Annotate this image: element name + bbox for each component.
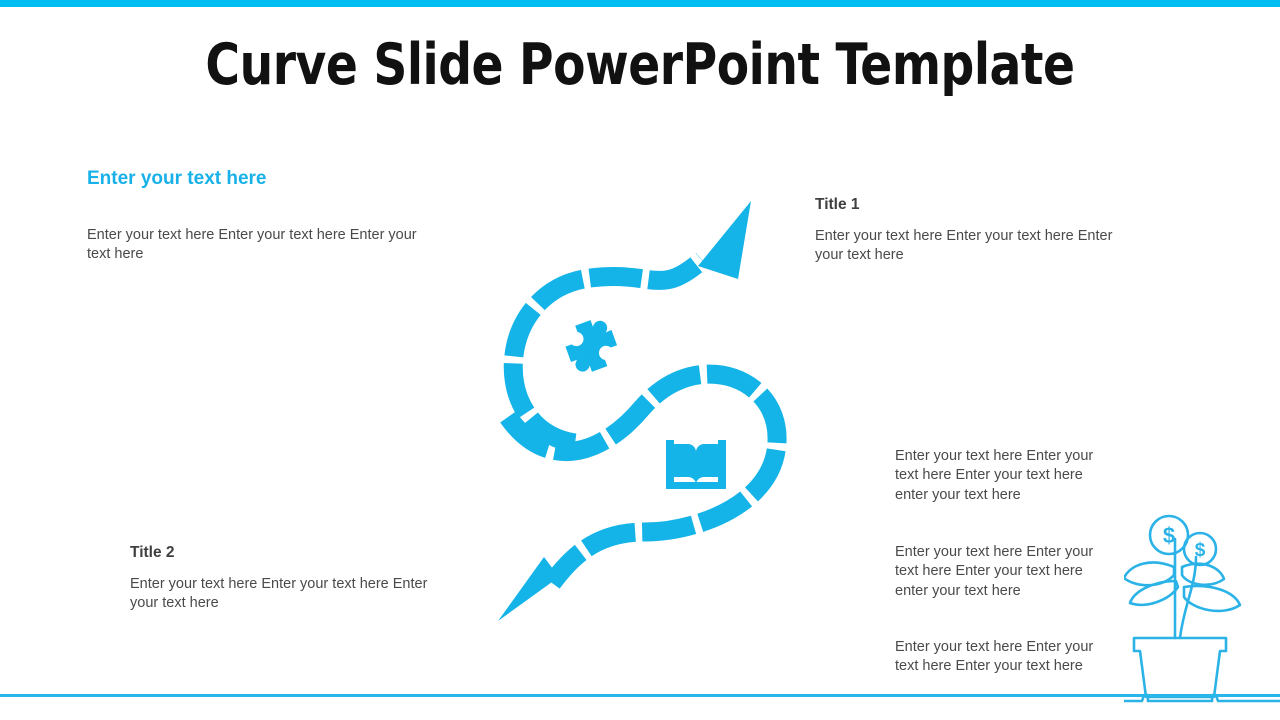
- left-intro-body: Enter your text here Enter your text her…: [87, 226, 417, 262]
- curve-path-lower: [500, 364, 787, 589]
- title-2-heading: Title 2: [130, 544, 175, 561]
- coin-left: [1148, 514, 1190, 556]
- text-block-left-intro: Enter your text here Enter your text her…: [87, 167, 417, 264]
- text-block-right-2: Enter your text here Enter your text her…: [895, 543, 1110, 601]
- text-block-title-1: Title 1 Enter your text here Enter your …: [815, 195, 1115, 265]
- right-2-body: Enter your text here Enter your text her…: [895, 544, 1094, 599]
- text-block-title-2: Title 2 Enter your text here Enter your …: [130, 543, 450, 613]
- coin-right-symbol: $: [1195, 540, 1206, 561]
- s-curve-diagram: [498, 201, 787, 621]
- money-plant-icon: $ $: [1124, 514, 1280, 703]
- puzzle-piece-icon: [565, 320, 618, 372]
- plant-leaf-lower-left: [1128, 579, 1180, 607]
- left-intro-heading: Enter your text here: [87, 168, 267, 189]
- plant-leaf-upper-right: [1180, 562, 1226, 587]
- coin-right: [1182, 531, 1218, 567]
- title-1-heading: Title 1: [815, 196, 860, 213]
- top-accent-bar: [0, 0, 1280, 7]
- plant-pot-baseline: [1124, 693, 1280, 703]
- page-title: Curve Slide PowerPoint Template: [205, 32, 1075, 98]
- bottom-accent-rule: [0, 694, 1280, 697]
- open-book-icon: [666, 440, 726, 489]
- arrow-head-up-right-icon: [698, 201, 751, 279]
- coin-left-symbol: $: [1163, 523, 1175, 548]
- title-1-body: Enter your text here Enter your text her…: [815, 228, 1113, 264]
- right-1-body: Enter your text here Enter your text her…: [895, 448, 1094, 503]
- text-block-right-1: Enter your text here Enter your text her…: [895, 447, 1110, 505]
- plant-leaf-lower-right: [1182, 584, 1242, 613]
- curve-path-upper: [503, 252, 709, 453]
- title-2-body: Enter your text here Enter your text her…: [130, 576, 428, 612]
- plant-pot: [1132, 636, 1228, 699]
- text-block-right-3: Enter your text here Enter your text her…: [895, 638, 1110, 677]
- right-3-body: Enter your text here Enter your text her…: [895, 639, 1094, 675]
- arrow-head-down-left-icon: [498, 557, 559, 621]
